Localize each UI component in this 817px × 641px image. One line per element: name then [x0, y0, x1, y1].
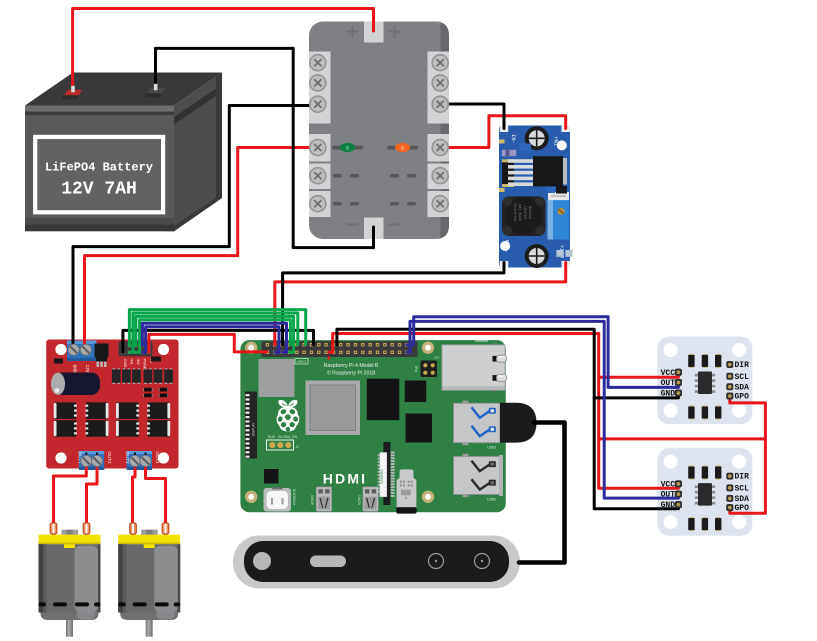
- svg-text:GND: GND: [661, 501, 676, 510]
- svg-text:12V 7AH: 12V 7AH: [61, 180, 137, 200]
- svg-text:GPO: GPO: [735, 393, 750, 402]
- svg-text:LiFePO4 Battery: LiFePO4 Battery: [45, 161, 153, 175]
- svg-text:CAMERA: CAMERA: [380, 469, 384, 484]
- svg-text:OUT2: OUT2: [107, 452, 112, 464]
- svg-text:DIR: DIR: [735, 473, 750, 482]
- svg-text:SDA: SDA: [735, 495, 750, 504]
- svg-text:PoE: PoE: [415, 365, 419, 372]
- svg-text:OUT3: OUT3: [125, 452, 130, 464]
- svg-text:POWER IN: POWER IN: [293, 488, 297, 505]
- svg-text:VCC: VCC: [661, 481, 676, 490]
- svg-text:VCC: VCC: [661, 369, 676, 378]
- svg-text:IN+: IN+: [553, 136, 560, 146]
- svg-text:GND: GND: [123, 359, 128, 368]
- svg-text:IN2: IN2: [136, 359, 141, 366]
- svg-text:5: 5: [401, 145, 404, 150]
- svg-text:USB2: USB2: [487, 498, 496, 502]
- svg-text:PWM1: PWM1: [143, 359, 148, 372]
- svg-text:OUT4: OUT4: [155, 452, 160, 464]
- svg-text:RoHund: RoHund: [527, 206, 532, 219]
- svg-text:J2: J2: [296, 445, 300, 449]
- svg-text:Ethernet: Ethernet: [475, 339, 488, 343]
- svg-text:GND: GND: [72, 365, 78, 373]
- svg-text:RUN: RUN: [268, 435, 276, 439]
- svg-text:SDA: SDA: [735, 383, 750, 392]
- svg-text:OUT: OUT: [661, 379, 676, 388]
- svg-text:12V: 12V: [84, 365, 90, 373]
- svg-text:OUT1: OUT1: [78, 452, 83, 464]
- svg-text:IN-: IN-: [510, 134, 517, 144]
- svg-text:© Raspberry Pi 2018: © Raspberry Pi 2018: [327, 369, 375, 376]
- svg-text:SCL: SCL: [735, 485, 750, 494]
- svg-text:5: 5: [346, 145, 349, 150]
- svg-text:Adj Buck: Adj Buck: [517, 204, 522, 221]
- svg-text:HDMI: HDMI: [323, 471, 368, 487]
- svg-text:OUT: OUT: [661, 491, 676, 500]
- svg-text:GPO: GPO: [735, 504, 750, 513]
- svg-text:IN1: IN1: [130, 359, 135, 366]
- svg-text:LM2596: LM2596: [522, 206, 526, 219]
- svg-text:Converter: Converter: [512, 203, 517, 222]
- svg-text:HDMI1: HDMI1: [357, 495, 361, 505]
- svg-text:J14: J14: [434, 356, 439, 360]
- svg-text:GLOBAL_EN: GLOBAL_EN: [278, 435, 298, 439]
- svg-text:HDMI0: HDMI0: [311, 495, 315, 505]
- svg-text:USB3: USB3: [487, 445, 496, 449]
- svg-text:GND: GND: [661, 390, 676, 399]
- svg-text:Raspberry Pi 4 Model B: Raspberry Pi 4 Model B: [324, 363, 379, 369]
- svg-text:DIR: DIR: [735, 361, 750, 370]
- svg-text:SCL: SCL: [735, 373, 750, 382]
- svg-text:DISPLAY: DISPLAY: [252, 422, 256, 436]
- svg-text:GPIO: GPIO: [297, 360, 306, 364]
